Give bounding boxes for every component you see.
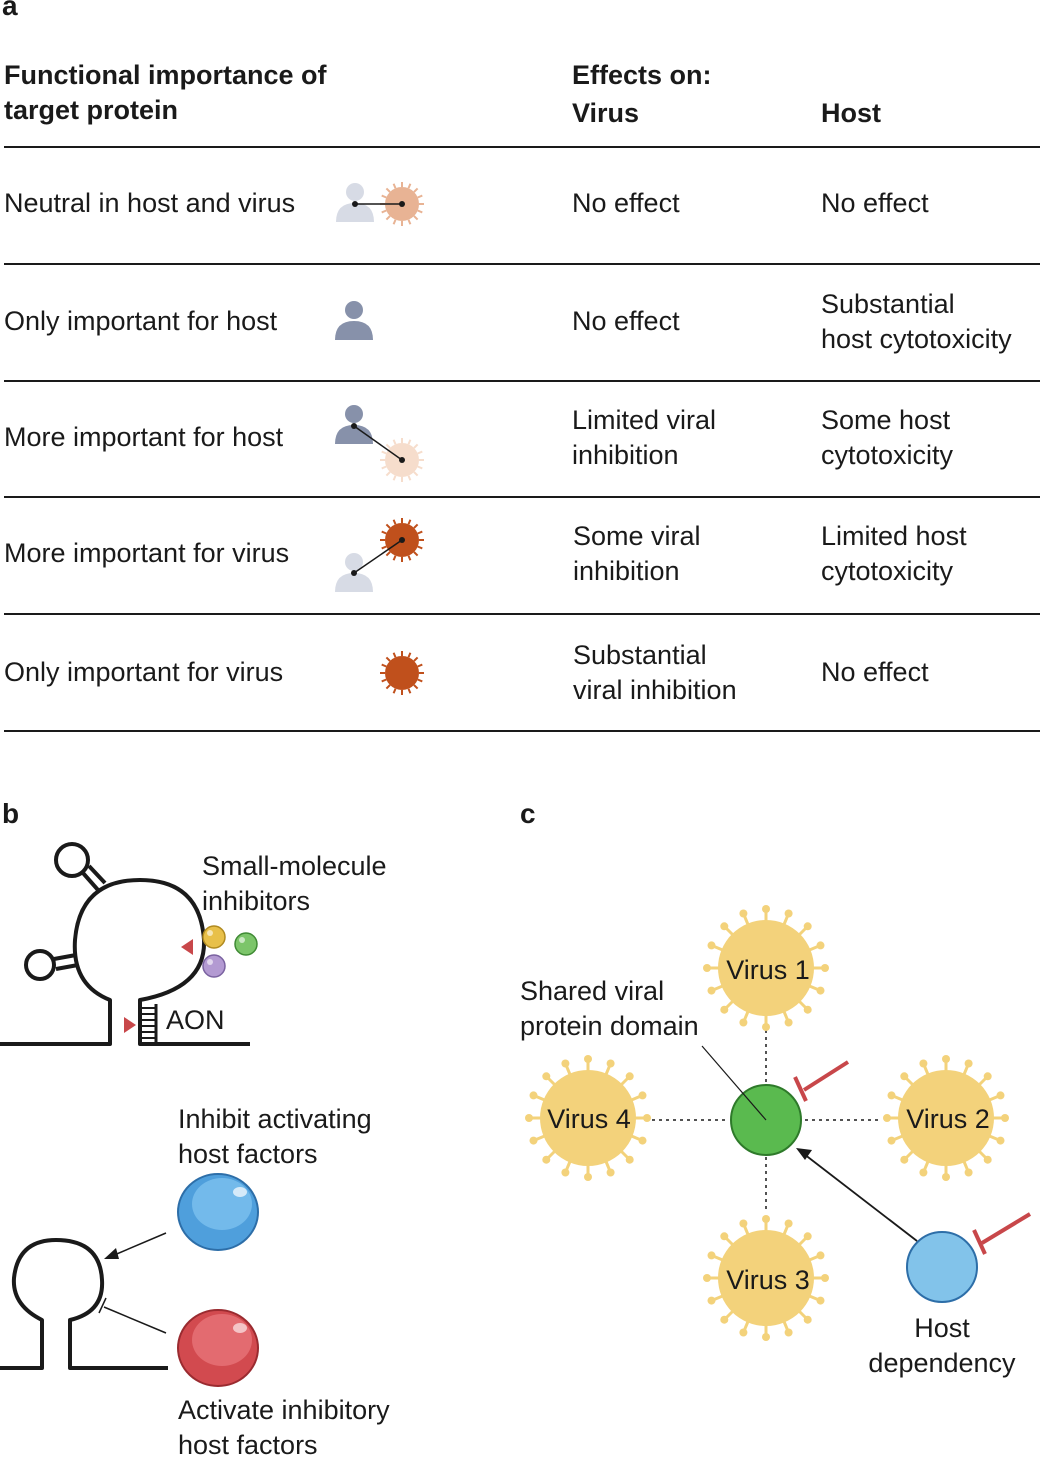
row-label: More important for host [4, 422, 284, 452]
virus-effect-line2: viral inhibition [573, 675, 737, 705]
host-effect-line1: Limited host [821, 521, 967, 551]
small-molecule-label: Small-molecule inhibitors [202, 849, 387, 919]
row-label: Only important for virus [4, 657, 284, 687]
inhibitory-factors-label-line1: Activate inhibitory [178, 1395, 390, 1425]
row-host-effect: No effect [821, 657, 929, 687]
virus-effect-line2: inhibition [573, 556, 680, 586]
row-virus-effect: Substantial viral inhibition [573, 638, 737, 708]
header-rule [4, 146, 1040, 148]
small-molecule-label-line1: Small-molecule [202, 851, 387, 881]
host-dependency-icon [906, 1231, 978, 1303]
dotted-connector [652, 1030, 880, 1212]
row-icons [335, 181, 425, 696]
activating-factors-label-line1: Inhibit activating [178, 1104, 372, 1134]
row-label: Only important for host [4, 306, 278, 336]
col-header-importance-line1: Functional importance of [4, 60, 327, 90]
person-icon [335, 301, 373, 340]
col-header-importance: Functional importance of target protein [4, 58, 327, 128]
shared-domain-label-line2: protein domain [520, 1011, 699, 1041]
col-header-importance-line2: target protein [4, 95, 179, 125]
activating-factors-label: Inhibit activating host factors [178, 1102, 372, 1172]
activating-factors-label-line2: host factors [178, 1139, 318, 1169]
virus-effect-line2: inhibition [572, 440, 679, 470]
table-bottom-rule [4, 730, 1040, 732]
small-molecule-icon [202, 925, 258, 978]
domain-pointer-line [701, 1045, 767, 1121]
shared-domain-label: Shared viral protein domain [520, 974, 699, 1044]
virus-label: Virus 2 [906, 1104, 990, 1134]
row-label: Neutral in host and virus [4, 188, 296, 218]
row-virus-effect: No effect [572, 188, 680, 218]
connector-dot [351, 423, 357, 429]
virus-label: Virus 4 [547, 1104, 631, 1134]
connector-line [353, 425, 403, 461]
row-host-effect: Limited host cytotoxicity [821, 519, 967, 589]
row-virus-effect: Limited viral inhibition [572, 403, 716, 473]
inhibitory-factors-label-line2: host factors [178, 1430, 318, 1460]
virus-label: Virus 1 [726, 955, 810, 985]
virus-effect-line1: Some viral [573, 521, 701, 551]
row-host-effect: Some host cytotoxicity [821, 403, 953, 473]
host-effect-line1: Some host [821, 405, 951, 435]
connector-dot [399, 457, 405, 463]
connector-line [353, 539, 403, 574]
panel-b-label: b [2, 798, 20, 829]
target-arrowhead [181, 939, 193, 955]
row-divider [4, 263, 1040, 265]
inhibitory-factor-icon [177, 1309, 259, 1387]
virus-icon [379, 650, 425, 696]
target-arrowhead [124, 1017, 136, 1033]
small-molecule-label-line2: inhibitors [202, 886, 311, 916]
panel-b-drawing [0, 842, 259, 1387]
activating-factor-icon [177, 1173, 259, 1251]
panel-c-drawing: Virus 1 Virus 2 Virus 3 Virus 4 [523, 903, 1032, 1343]
activation-arrow [104, 1232, 167, 1259]
row-virus-effect: No effect [572, 306, 680, 336]
row-virus-effect: Some viral inhibition [573, 519, 701, 589]
connector-dot [351, 570, 357, 576]
connector-dot [399, 537, 405, 543]
inhibitory-factors-label: Activate inhibitory host factors [178, 1393, 390, 1463]
connector-dot [352, 201, 358, 207]
host-effect-line1: Substantial [821, 289, 955, 319]
row-label: More important for virus [4, 538, 290, 568]
row-divider [4, 380, 1040, 382]
rna-structure-upper [0, 842, 250, 1046]
rna-structure-lower [0, 1238, 168, 1370]
panel-a-label: a [2, 0, 18, 21]
aon-label: AON [166, 1005, 225, 1035]
inhibitor-bar-icon [793, 1060, 850, 1102]
col-header-virus: Virus [572, 98, 640, 128]
shared-domain-label-line1: Shared viral [520, 976, 665, 1006]
row-divider [4, 613, 1040, 615]
row-host-effect: No effect [821, 188, 929, 218]
aon-ladder [140, 1004, 158, 1044]
host-effect-line2: cytotoxicity [821, 440, 954, 470]
row-divider [4, 496, 1040, 498]
host-dependency-label: Host dependency [842, 1311, 1040, 1381]
host-effect-line2: host cytotoxicity [821, 324, 1012, 354]
virus-effect-line1: Limited viral [572, 405, 717, 435]
host-dependency-label-line2: dependency [868, 1348, 1016, 1378]
connector-dot [399, 201, 405, 207]
virus-effect-line1: Substantial [573, 640, 707, 670]
inhibition-line [98, 1297, 167, 1334]
host-effect-line2: cytotoxicity [821, 556, 954, 586]
inhibitor-bar-icon [972, 1212, 1032, 1255]
col-header-host: Host [821, 98, 881, 128]
col-header-effects: Effects on: [572, 60, 712, 90]
host-dependency-label-line1: Host [914, 1313, 970, 1343]
virus-label: Virus 3 [726, 1265, 810, 1295]
panel-c-label: c [520, 798, 536, 829]
dependency-arrow [796, 1148, 918, 1242]
row-host-effect: Substantial host cytotoxicity [821, 287, 1012, 357]
